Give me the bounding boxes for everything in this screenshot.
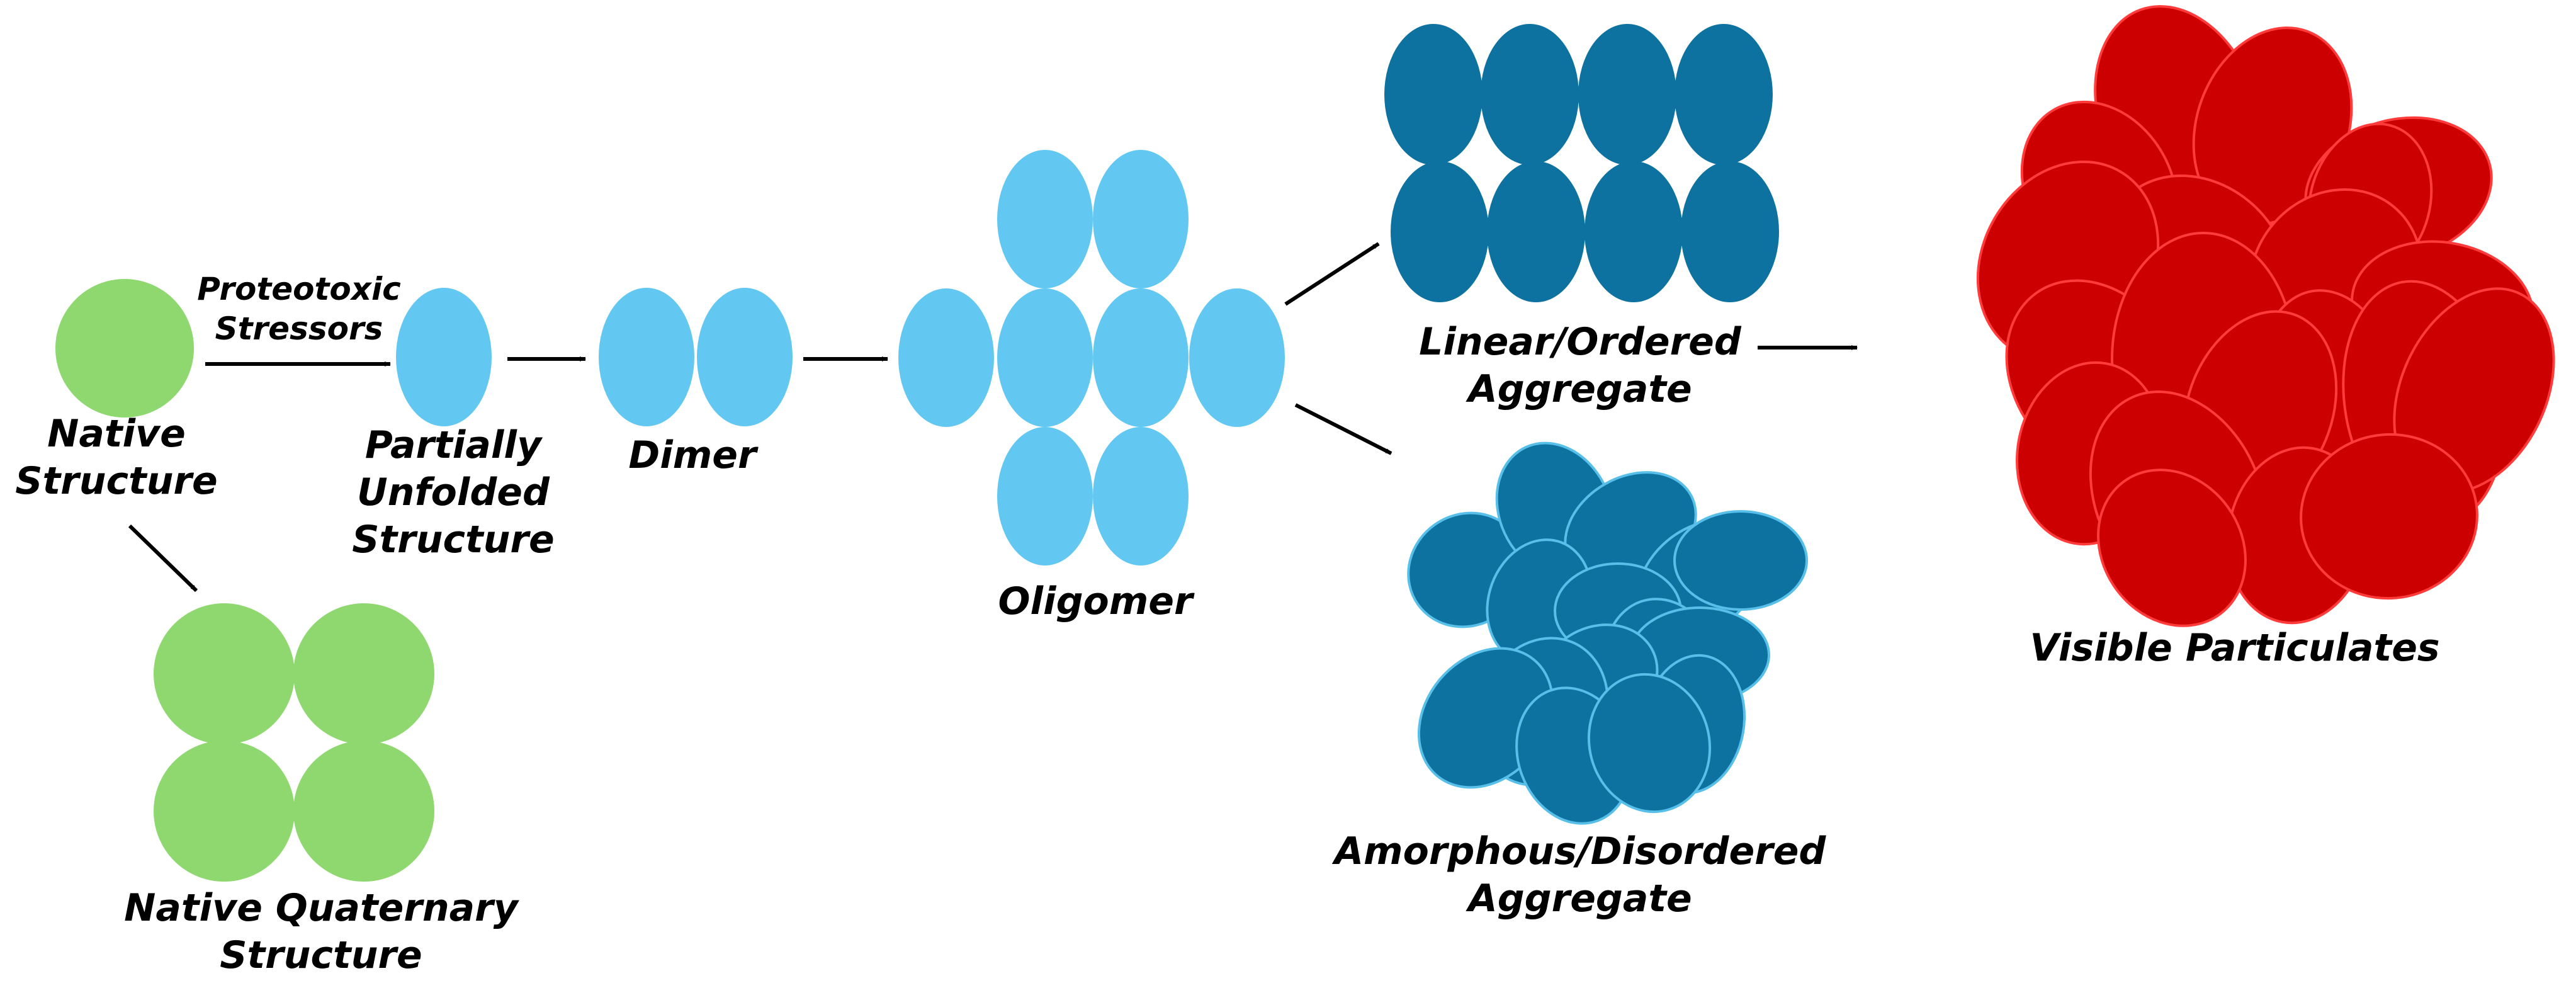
partially-label-line3: Structure [352, 518, 555, 562]
native-structure-label: Native Structure [0, 411, 233, 505]
linear-aggregate-subunit [1481, 24, 1579, 165]
linear-ordered-aggregate-shape [1384, 24, 1779, 302]
amorphous-aggregate-subunit [1673, 510, 1808, 611]
partially-label-line2: Unfolded [357, 470, 550, 514]
native-quaternary-structure-label: Native Quaternary Structure [94, 885, 548, 979]
proteotoxic-stressors-label: Proteotoxic Stressors [183, 270, 415, 348]
linear-ordered-aggregate-label: Linear/Ordered Aggregate [1391, 319, 1769, 413]
arrow-oligomer-to-amorphous [1294, 403, 1393, 455]
native-label-line1: Native [47, 412, 186, 456]
oligomer-shape [898, 150, 1285, 565]
oligomer-subunit [997, 288, 1093, 427]
amorphous-label-line2: Aggregate [1468, 877, 1692, 921]
linear-label-line1: Linear/Ordered [1419, 320, 1741, 364]
partially-unfolded-monomer [396, 288, 492, 426]
amorphous-disordered-aggregate-shape [1407, 441, 1808, 825]
oligomer-label: Oligomer [925, 578, 1265, 625]
dimer-label: Dimer [567, 432, 818, 479]
quaternary-subunit [154, 603, 295, 744]
arrow-oligomer-to-linear [1284, 242, 1380, 306]
native-quaternary-structure [154, 603, 434, 882]
native-label-line2: Structure [15, 459, 218, 503]
oligomer-label-text: Oligomer [998, 579, 1193, 623]
quaternary-label-line1: Native Quaternary [124, 886, 518, 930]
partially-label-line1: Partially [364, 423, 542, 467]
dimer-label-text: Dimer [628, 433, 757, 477]
quaternary-subunit [293, 603, 434, 744]
linear-aggregate-subunit [1384, 24, 1483, 165]
oligomer-subunit [898, 288, 994, 427]
pathway-arrows [128, 242, 1858, 593]
partially-unfolded-structure-label: Partially Unfolded Structure [337, 422, 570, 564]
oligomer-subunit [1093, 427, 1189, 565]
oligomer-subunit [997, 427, 1093, 565]
quaternary-subunit [154, 741, 295, 882]
native-monomer-circle [55, 279, 194, 418]
amorphous-label-line1: Amorphous/Disordered [1334, 829, 1826, 873]
dimer-shape [599, 288, 793, 426]
quaternary-subunit [293, 741, 434, 882]
visible-particulates-cluster [1976, 5, 2555, 627]
partially-unfolded-ellipse [396, 288, 492, 426]
linear-aggregate-subunit [1675, 24, 1773, 165]
oligomer-subunit [1093, 288, 1189, 427]
linear-aggregate-subunit [1578, 24, 1676, 165]
stressors-label-line1: Proteotoxic [197, 271, 401, 307]
dimer-subunit [599, 288, 694, 426]
oligomer-subunit [1093, 150, 1189, 288]
linear-label-line2: Aggregate [1468, 367, 1692, 411]
amorphous-disordered-aggregate-label: Amorphous/Disordered Aggregate [1309, 828, 1851, 923]
linear-aggregate-subunit [1681, 161, 1779, 302]
visible-particulates-label: Visible Particulates [1996, 625, 2474, 672]
oligomer-subunit [997, 150, 1093, 288]
linear-aggregate-subunit [1487, 161, 1585, 302]
visible-label-text: Visible Particulates [2030, 626, 2440, 670]
arrow-native-to-quaternary [128, 524, 198, 593]
quaternary-label-line2: Structure [220, 933, 422, 977]
stressors-label-line2: Stressors [215, 310, 383, 347]
oligomer-subunit [1189, 288, 1285, 427]
particulate-ellipse [2300, 433, 2478, 600]
linear-aggregate-subunit [1391, 161, 1489, 302]
linear-aggregate-subunit [1585, 161, 1683, 302]
particulate-ellipse [2097, 469, 2247, 627]
native-structure-monomer [55, 279, 194, 418]
dimer-subunit [697, 288, 793, 426]
amorphous-aggregate-subunit [1587, 673, 1712, 814]
